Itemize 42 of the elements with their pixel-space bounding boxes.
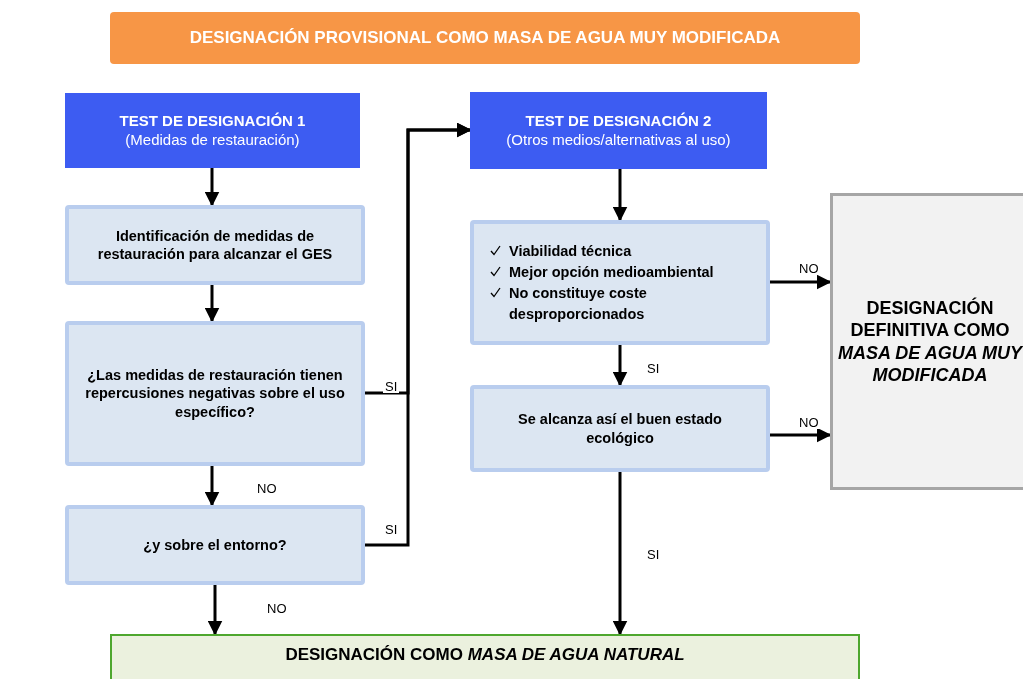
process-box: [65, 505, 365, 585]
criterion-text: Mejor opción medioambiental: [509, 262, 714, 282]
edge-label: NO: [797, 416, 821, 429]
process-box: [65, 321, 365, 466]
process-box: [470, 385, 770, 472]
box-subtitle: (Otros medios/alternativas al uso): [506, 130, 731, 150]
edge-label: SI: [383, 380, 400, 393]
box-title: Se alcanza así el buen estado ecológico: [517, 410, 723, 447]
edge-label: SI: [383, 523, 400, 536]
arrow: [612, 472, 628, 636]
title-banner: [110, 12, 860, 64]
edge-label: SI: [645, 548, 662, 561]
edge-label: SI: [645, 362, 662, 375]
criterion-text: No constituye coste desproporcionados: [509, 283, 648, 324]
criterion-text: Viabilidad técnica: [509, 241, 632, 261]
test-box: [470, 92, 767, 169]
arrow: [365, 122, 472, 547]
box-title: DESIGNACIÓN DEFINITIVA COMO MASA DE AGUA MUY MODIFICADA: [837, 296, 1023, 387]
arrow: [204, 466, 220, 507]
arrow: [770, 427, 832, 443]
edge-label: NO: [265, 602, 289, 615]
criteria-box: [470, 220, 770, 345]
arrow: [770, 274, 832, 290]
outcome-box: [830, 193, 1023, 490]
arrow: [612, 169, 628, 222]
edge-label: NO: [255, 482, 279, 495]
box-subtitle: (Medidas de restauración): [125, 130, 300, 150]
box-title: DESIGNACIÓN COMO MASA DE AGUA NATURAL: [285, 644, 685, 666]
box-title: DESIGNACIÓN PROVISIONAL COMO MASA DE AGUA MUY MODIFICADA: [189, 27, 781, 49]
box-title: TEST DE DESIGNACIÓN 1: [119, 111, 306, 131]
process-box: [65, 205, 365, 285]
box-title: ¿y sobre el entorno?: [143, 535, 287, 555]
arrow: [204, 168, 220, 207]
test-box: [65, 93, 360, 168]
box-title: ¿Las medidas de restauración tienen repercusiones negativas sobre el uso específico?: [84, 366, 346, 421]
arrow: [204, 285, 220, 323]
arrow: [207, 585, 223, 636]
outcome-box: [110, 634, 860, 679]
arrow: [612, 345, 628, 387]
box-title: TEST DE DESIGNACIÓN 2: [525, 111, 712, 131]
box-title: Identificación de medidas de restauración para alcanzar el GES: [96, 226, 334, 264]
edge-label: NO: [797, 262, 821, 275]
